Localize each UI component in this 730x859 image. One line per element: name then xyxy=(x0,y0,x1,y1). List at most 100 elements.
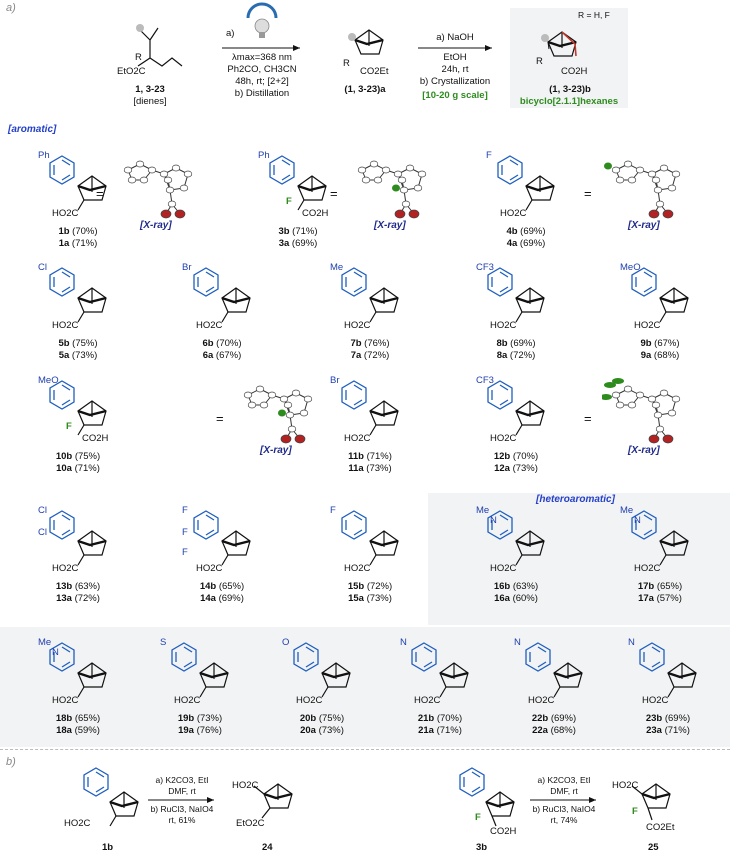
carbon-atom xyxy=(259,401,269,409)
bicyclohexane-core xyxy=(552,661,584,689)
bicyclohexane-core xyxy=(514,399,546,427)
yield-a: 9a (68%) xyxy=(640,350,680,361)
acid-bond xyxy=(553,686,561,698)
b2-sm-label: 3b xyxy=(476,842,488,853)
product-class: bicyclo[2.1.1]hexanes xyxy=(519,96,619,107)
carbon-atom xyxy=(171,164,181,172)
structure-4b xyxy=(497,155,556,211)
carbon-atom xyxy=(369,160,379,168)
oxygen-atom xyxy=(174,209,186,219)
diene-r: R xyxy=(135,52,142,63)
aryl-ring xyxy=(49,155,75,185)
category-aromatic: [aromatic] xyxy=(8,124,57,135)
structure-12b xyxy=(487,380,546,436)
panel-label-a: a) xyxy=(6,2,16,14)
yield-b: 4b (69%) xyxy=(506,226,546,237)
structure-20b xyxy=(293,642,352,698)
carbon-atom xyxy=(397,176,407,184)
oxygen-atom xyxy=(662,209,674,219)
bicyclohexane-core xyxy=(658,286,690,314)
carbon-atom xyxy=(627,176,637,184)
carbon-atom xyxy=(135,160,145,168)
fluorine-label: F xyxy=(66,421,72,432)
yield-labels: 7b (76%)7a (72%) xyxy=(330,338,410,362)
acid-group: HO2C xyxy=(642,695,669,706)
carbon-atom xyxy=(651,401,661,409)
substituent: N xyxy=(514,637,521,648)
xray-label: [X-ray] xyxy=(628,220,660,231)
b1-cond-b: b) RuCl3, NaIO4 xyxy=(150,804,214,814)
carbon-atom xyxy=(183,170,193,178)
carbon-atom xyxy=(671,395,681,403)
structure-3b xyxy=(269,155,328,211)
yield-b: 15b (72%) xyxy=(347,581,393,592)
substituent: CF3 xyxy=(476,375,494,386)
bicyclohexane-core xyxy=(220,529,252,557)
yield-b: 7b (76%) xyxy=(350,338,390,349)
yield-a: 15a (73%) xyxy=(348,593,392,604)
carbon-atom xyxy=(671,170,681,178)
bicyclohexane-core xyxy=(658,529,690,557)
acid-bond xyxy=(297,199,305,211)
yield-b: 3b (71%) xyxy=(278,226,318,237)
header-scheme xyxy=(136,2,628,108)
step1-wavelength: λmax=368 nm xyxy=(232,52,292,63)
carbon-atom xyxy=(373,176,383,184)
aryl-ring xyxy=(411,642,437,672)
acid-group: HO2C xyxy=(52,320,79,331)
carbon-atom xyxy=(659,389,669,397)
b1-cond-a2: DMF, rt xyxy=(168,786,196,796)
yield-a: 5a (73%) xyxy=(58,350,98,361)
step1-reagents: Ph2CO, CH3CN xyxy=(227,64,297,75)
acid-bond xyxy=(77,424,85,436)
yield-labels: 16b (63%)16a (60%) xyxy=(476,581,556,605)
yield-b: 10b (75%) xyxy=(55,451,101,462)
carbon-atom xyxy=(623,385,633,393)
acid-group: HO2C xyxy=(52,563,79,574)
b2-cond-a2: DMF, rt xyxy=(550,786,578,796)
yield-b: 22b (69%) xyxy=(531,713,577,724)
b1-p-acid: HO2C xyxy=(232,780,259,791)
acid-group: HO2C xyxy=(490,320,517,331)
yield-labels: 23b (69%)23a (71%) xyxy=(628,713,708,737)
acid-group: HO2C xyxy=(490,433,517,444)
carbon-atom xyxy=(167,200,177,208)
yield-labels: 19b (73%)19a (76%) xyxy=(160,713,240,737)
acid-bond xyxy=(77,686,85,698)
bicyclohexane-core xyxy=(368,529,400,557)
product-label: (1, 3-23)b xyxy=(549,84,591,95)
mid-ester: CO2Et xyxy=(360,66,389,77)
carbon-atom xyxy=(287,425,297,433)
b1-p-ester: EtO2C xyxy=(236,818,265,829)
yield-a: 17a (57%) xyxy=(638,593,682,604)
step2-a: a) NaOH xyxy=(436,32,474,43)
carbon-atom xyxy=(299,409,309,417)
bicyclohexane-core xyxy=(438,661,470,689)
yield-b: 5b (75%) xyxy=(58,338,98,349)
bicyclohexane-core xyxy=(514,286,546,314)
bicyclohexane-core xyxy=(368,286,400,314)
step1-b: b) Distillation xyxy=(234,88,290,99)
carbon-atom xyxy=(659,164,669,172)
oxygen-atom xyxy=(648,434,660,444)
carbon-atom xyxy=(401,200,411,208)
yield-labels: 21b (70%)21a (71%) xyxy=(400,713,480,737)
substituent: Me xyxy=(38,637,52,648)
step1-a: a) xyxy=(226,28,235,39)
yield-a: 4a (69%) xyxy=(506,238,546,249)
aryl-ring xyxy=(171,642,197,672)
ring-nitrogen: N xyxy=(634,515,641,526)
heteroaromatic-region-bottom xyxy=(0,627,730,747)
step2-solvent: EtOH xyxy=(443,52,467,63)
structure-15b xyxy=(341,510,400,566)
oxygen-atom xyxy=(662,434,674,444)
substituent: Br xyxy=(182,262,192,273)
yield-labels: 22b (69%)22a (68%) xyxy=(514,713,594,737)
bicyclohexane-core xyxy=(296,174,328,202)
substituent: Ph xyxy=(38,150,50,161)
acid-bond xyxy=(515,311,523,323)
